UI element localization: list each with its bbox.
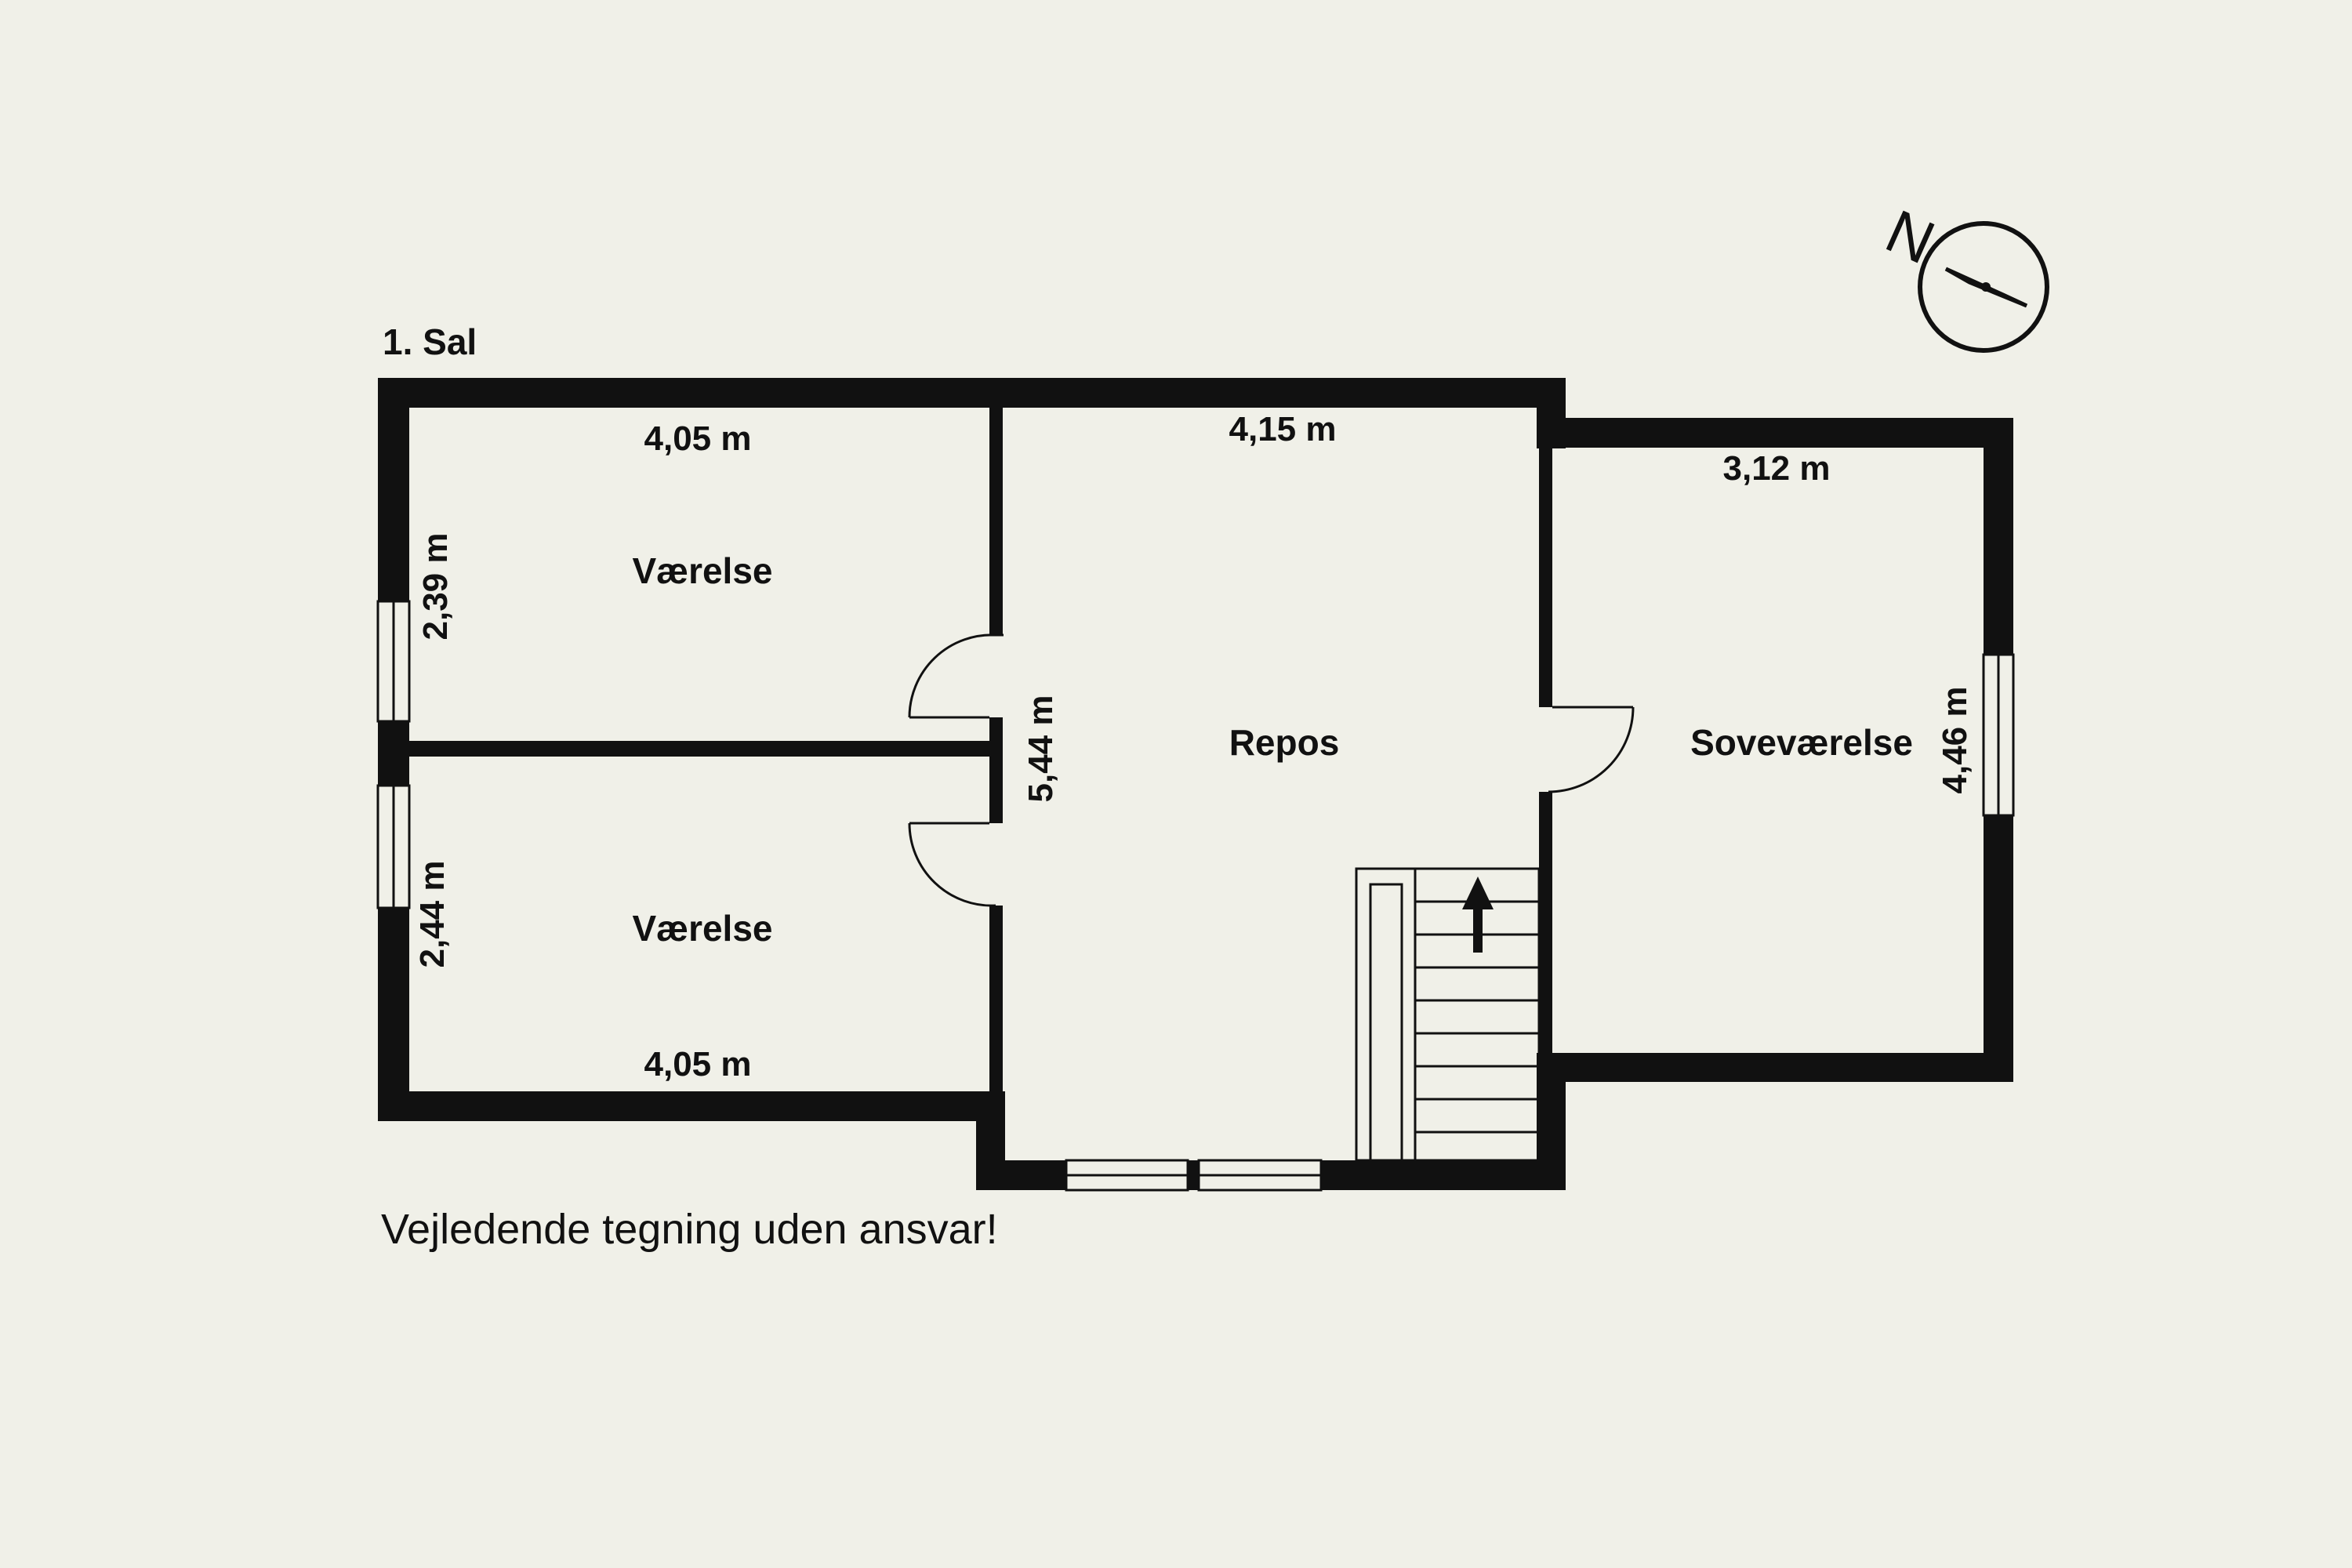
compass-north-label: N	[1876, 196, 1944, 277]
disclaimer: Vejledende tegning uden ansvar!	[381, 1206, 998, 1253]
stair-up-arrow-icon	[1462, 877, 1494, 953]
room-name-landing: Repos	[1229, 722, 1340, 763]
door-upper-room	[908, 633, 1004, 719]
dim-upper-depth: 2,39 m	[416, 533, 455, 641]
dim-landing-width: 4,15 m	[1229, 410, 1337, 448]
room-name-bedroom: Soveværelse	[1690, 722, 1913, 763]
room-name-upper: Værelse	[632, 550, 772, 591]
door-lower-room	[908, 822, 996, 907]
walls	[378, 378, 2013, 1190]
room-name-lower: Værelse	[632, 908, 772, 949]
dim-upper-width: 4,05 m	[644, 419, 752, 458]
dim-bedroom-depth: 4,46 m	[1936, 687, 1974, 794]
floor-label: 1. Sal	[383, 321, 477, 362]
dim-lower-depth: 2,44 m	[413, 861, 452, 968]
staircase	[1355, 867, 1541, 1162]
door-bedroom	[1548, 706, 1635, 793]
dim-landing-depth: 5,44 m	[1022, 695, 1060, 803]
dim-lower-width: 4,05 m	[644, 1045, 752, 1083]
dim-bedroom-width: 3,12 m	[1723, 449, 1831, 488]
windows	[376, 600, 2015, 1192]
doors	[908, 633, 1635, 907]
compass: N	[1876, 196, 2049, 353]
